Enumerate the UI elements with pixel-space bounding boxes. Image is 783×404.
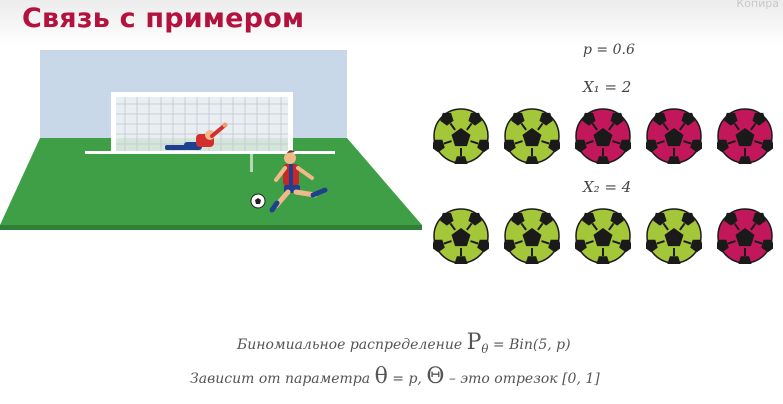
penalty-area-line xyxy=(250,154,253,172)
penalty-illustration xyxy=(0,50,422,230)
formula-2-suffix: – это отрезок [0, 1] xyxy=(444,371,600,387)
formula-2-Theta: Θ xyxy=(426,364,445,389)
failure-ball-icon xyxy=(575,108,631,164)
grass-front-edge xyxy=(0,225,422,230)
x2-label: X₂ = 4 xyxy=(583,178,632,196)
grass-field xyxy=(0,138,422,225)
success-ball-icon xyxy=(646,208,702,264)
formula-2-prefix: Зависит от параметра xyxy=(190,371,375,387)
formula-line-1: Биномиальное распределение Pθ = Bin(5, p… xyxy=(237,330,571,356)
formula-2-mid: = p, xyxy=(387,371,427,387)
failure-ball-icon xyxy=(646,108,702,164)
formula-1-sub: θ xyxy=(481,341,489,356)
failure-ball-icon xyxy=(717,108,773,164)
probability-label: p = 0.6 xyxy=(583,42,635,58)
formula-1-suffix: = Bin(5, p) xyxy=(488,337,571,353)
formula-line-2: Зависит от параметра θ = p, Θ – это отре… xyxy=(190,364,600,389)
goal-line xyxy=(85,151,335,154)
corner-label: Копира xyxy=(736,0,779,10)
formula-2-theta: θ xyxy=(374,364,388,389)
success-ball-icon xyxy=(433,108,489,164)
success-ball-icon xyxy=(504,108,560,164)
formula-1-symbol: P xyxy=(466,330,482,355)
slide-title: Связь с примером xyxy=(22,3,305,34)
x1-label: X₁ = 2 xyxy=(583,78,632,96)
success-ball-icon xyxy=(433,208,489,264)
striker-figure xyxy=(269,150,328,213)
goalkeeper-figure xyxy=(165,122,228,150)
success-ball-icon xyxy=(504,208,560,264)
failure-ball-icon xyxy=(717,208,773,264)
success-ball-icon xyxy=(575,208,631,264)
top-bar: Копира xyxy=(0,0,783,46)
formula-1-prefix: Биномиальное распределение xyxy=(237,337,463,353)
soccer-ball-icon xyxy=(250,193,266,209)
